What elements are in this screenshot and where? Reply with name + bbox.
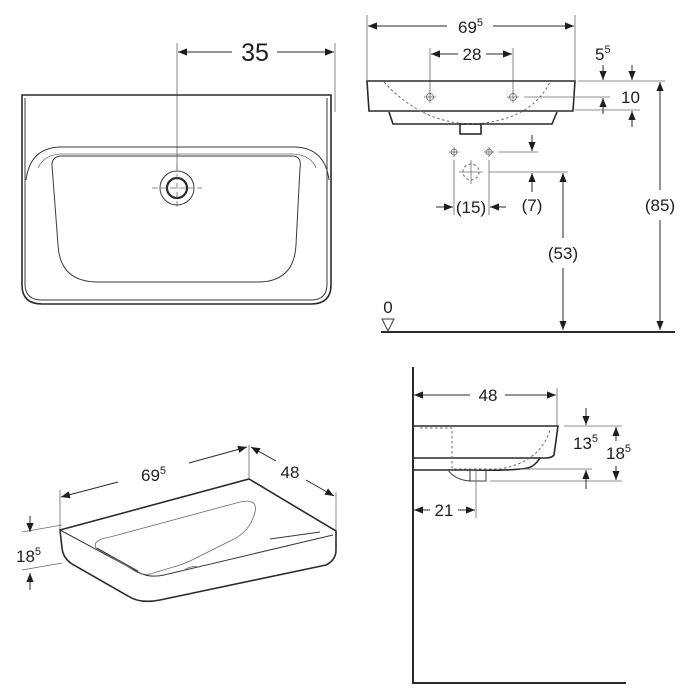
dim-drain-offset-side-label: 21	[435, 501, 454, 520]
dim-rim-height-label: 10	[621, 88, 640, 107]
bowl-iso	[94, 500, 256, 575]
floor-level-label: 0	[383, 298, 392, 317]
dim-iso-depth-label: 48	[281, 463, 300, 482]
extension-line	[21, 562, 63, 571]
floor-level-marker-icon	[381, 318, 395, 333]
bowl-rim-inner	[37, 153, 317, 169]
extension-line	[21, 524, 63, 533]
supply-right-icon	[484, 147, 494, 157]
dimension-line	[188, 445, 248, 464]
basin-inner-edge	[24, 98, 328, 301]
bowl-rim	[25, 146, 330, 181]
basin-outline	[21, 94, 332, 305]
tap-hole-left-icon	[424, 91, 436, 103]
dim-drain-offset-label: 35	[241, 39, 269, 67]
drain-iso-icon	[182, 566, 201, 572]
dim-rim-offset-label: 55	[595, 44, 611, 64]
dim-iso-height-label: 185	[16, 546, 41, 566]
bowl-hidden-line	[383, 81, 551, 125]
top-view: 35	[21, 39, 336, 305]
basin-iso-outline	[59, 478, 337, 603]
supply-left-icon	[449, 147, 459, 157]
dim-side-depth-label: 48	[479, 386, 498, 405]
front-view: 695 28 55 10	[366, 15, 675, 333]
dim-drain-height-label: (53)	[548, 244, 578, 263]
basin-side-trap	[447, 469, 487, 482]
basin-iso-top-edge	[59, 529, 334, 577]
bowl-iso-lip	[269, 531, 321, 540]
dim-tap-spacing-label: 28	[463, 45, 482, 64]
dimension-line	[305, 479, 335, 497]
dimension-line	[250, 446, 277, 462]
dim-supply-drop-label: (7)	[522, 196, 543, 215]
dim-rim-floor-height-label: (85)	[645, 196, 675, 215]
basin-side-profile	[413, 425, 559, 459]
dim-iso-width-label: 695	[141, 465, 166, 485]
dim-total-height-label: 185	[606, 443, 631, 463]
dim-overall-width-label: 695	[458, 17, 483, 37]
basin-side-underside	[413, 457, 541, 472]
basin-underside	[388, 111, 558, 125]
tap-hole-right-icon	[507, 91, 519, 103]
bowl-iso-lip	[96, 547, 139, 572]
drain-spigot	[459, 123, 482, 135]
dim-supply-spacing-label: (15)	[456, 198, 486, 217]
dim-bowl-height-label: 135	[573, 433, 598, 453]
bowl-hidden-line	[420, 427, 551, 470]
dimension-line	[60, 481, 119, 499]
bowl	[51, 155, 301, 283]
basin-front-body	[366, 80, 576, 112]
iso-view: 695 48 185	[16, 445, 337, 603]
side-view: 48 21 135 185	[412, 367, 631, 684]
drain-spigot-side	[469, 469, 487, 482]
